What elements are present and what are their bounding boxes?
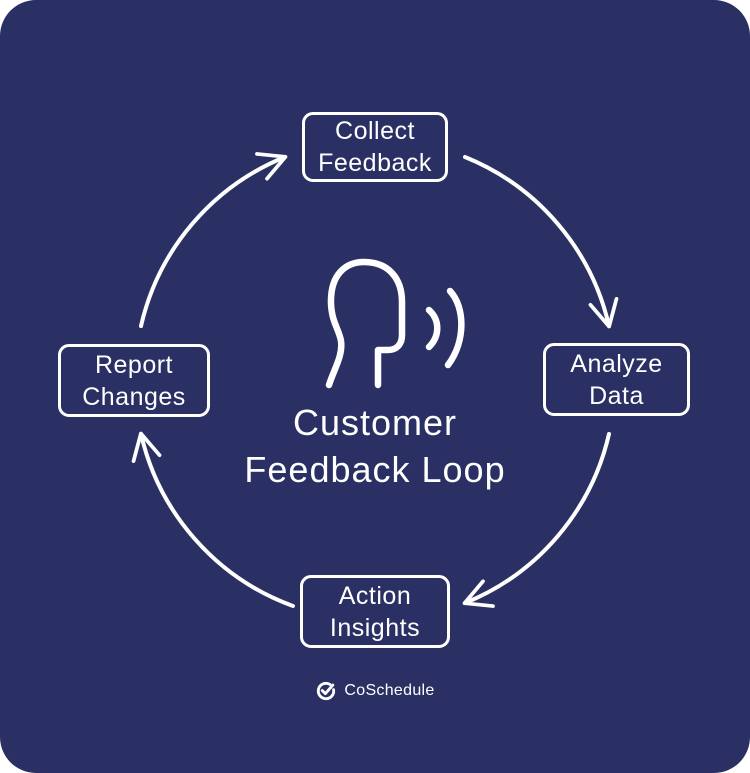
diagram-title: Customer Feedback Loop: [0, 399, 750, 493]
listening-head-icon: [325, 258, 465, 389]
diagram-title-line1: Customer: [292, 402, 458, 443]
node-label-line: Data: [589, 381, 644, 410]
node-analyze-data: Analyze Data: [543, 343, 690, 416]
brand-name: CoSchedule: [344, 682, 435, 699]
coschedule-check-icon: [317, 681, 336, 701]
arrow-action-to-report: [131, 431, 295, 608]
node-label-line: Action: [338, 581, 412, 610]
arrow-analyze-to-action: [462, 432, 611, 608]
arrow-collect-to-analyze: [463, 155, 619, 329]
arrow-report-to-collect: [139, 152, 288, 328]
brand-footer: CoSchedule: [0, 680, 750, 702]
head-profile-outline: [325, 258, 406, 389]
node-label-line: Feedback: [318, 149, 432, 177]
node-label-line: Changes: [82, 382, 186, 411]
sound-wave-large: [444, 287, 465, 369]
node-report-changes: Report Changes: [58, 344, 210, 417]
sound-wave-small: [425, 306, 441, 351]
node-label-line: Collect: [335, 117, 415, 145]
node-collect-feedback: Collect Feedback: [302, 112, 448, 182]
node-action-insights: Action Insights: [300, 575, 450, 648]
node-label-line: Analyze: [570, 349, 663, 378]
node-label-line: Insights: [329, 613, 421, 642]
diagram-title-line2: Feedback Loop: [244, 449, 506, 490]
node-label-line: Report: [94, 350, 174, 379]
